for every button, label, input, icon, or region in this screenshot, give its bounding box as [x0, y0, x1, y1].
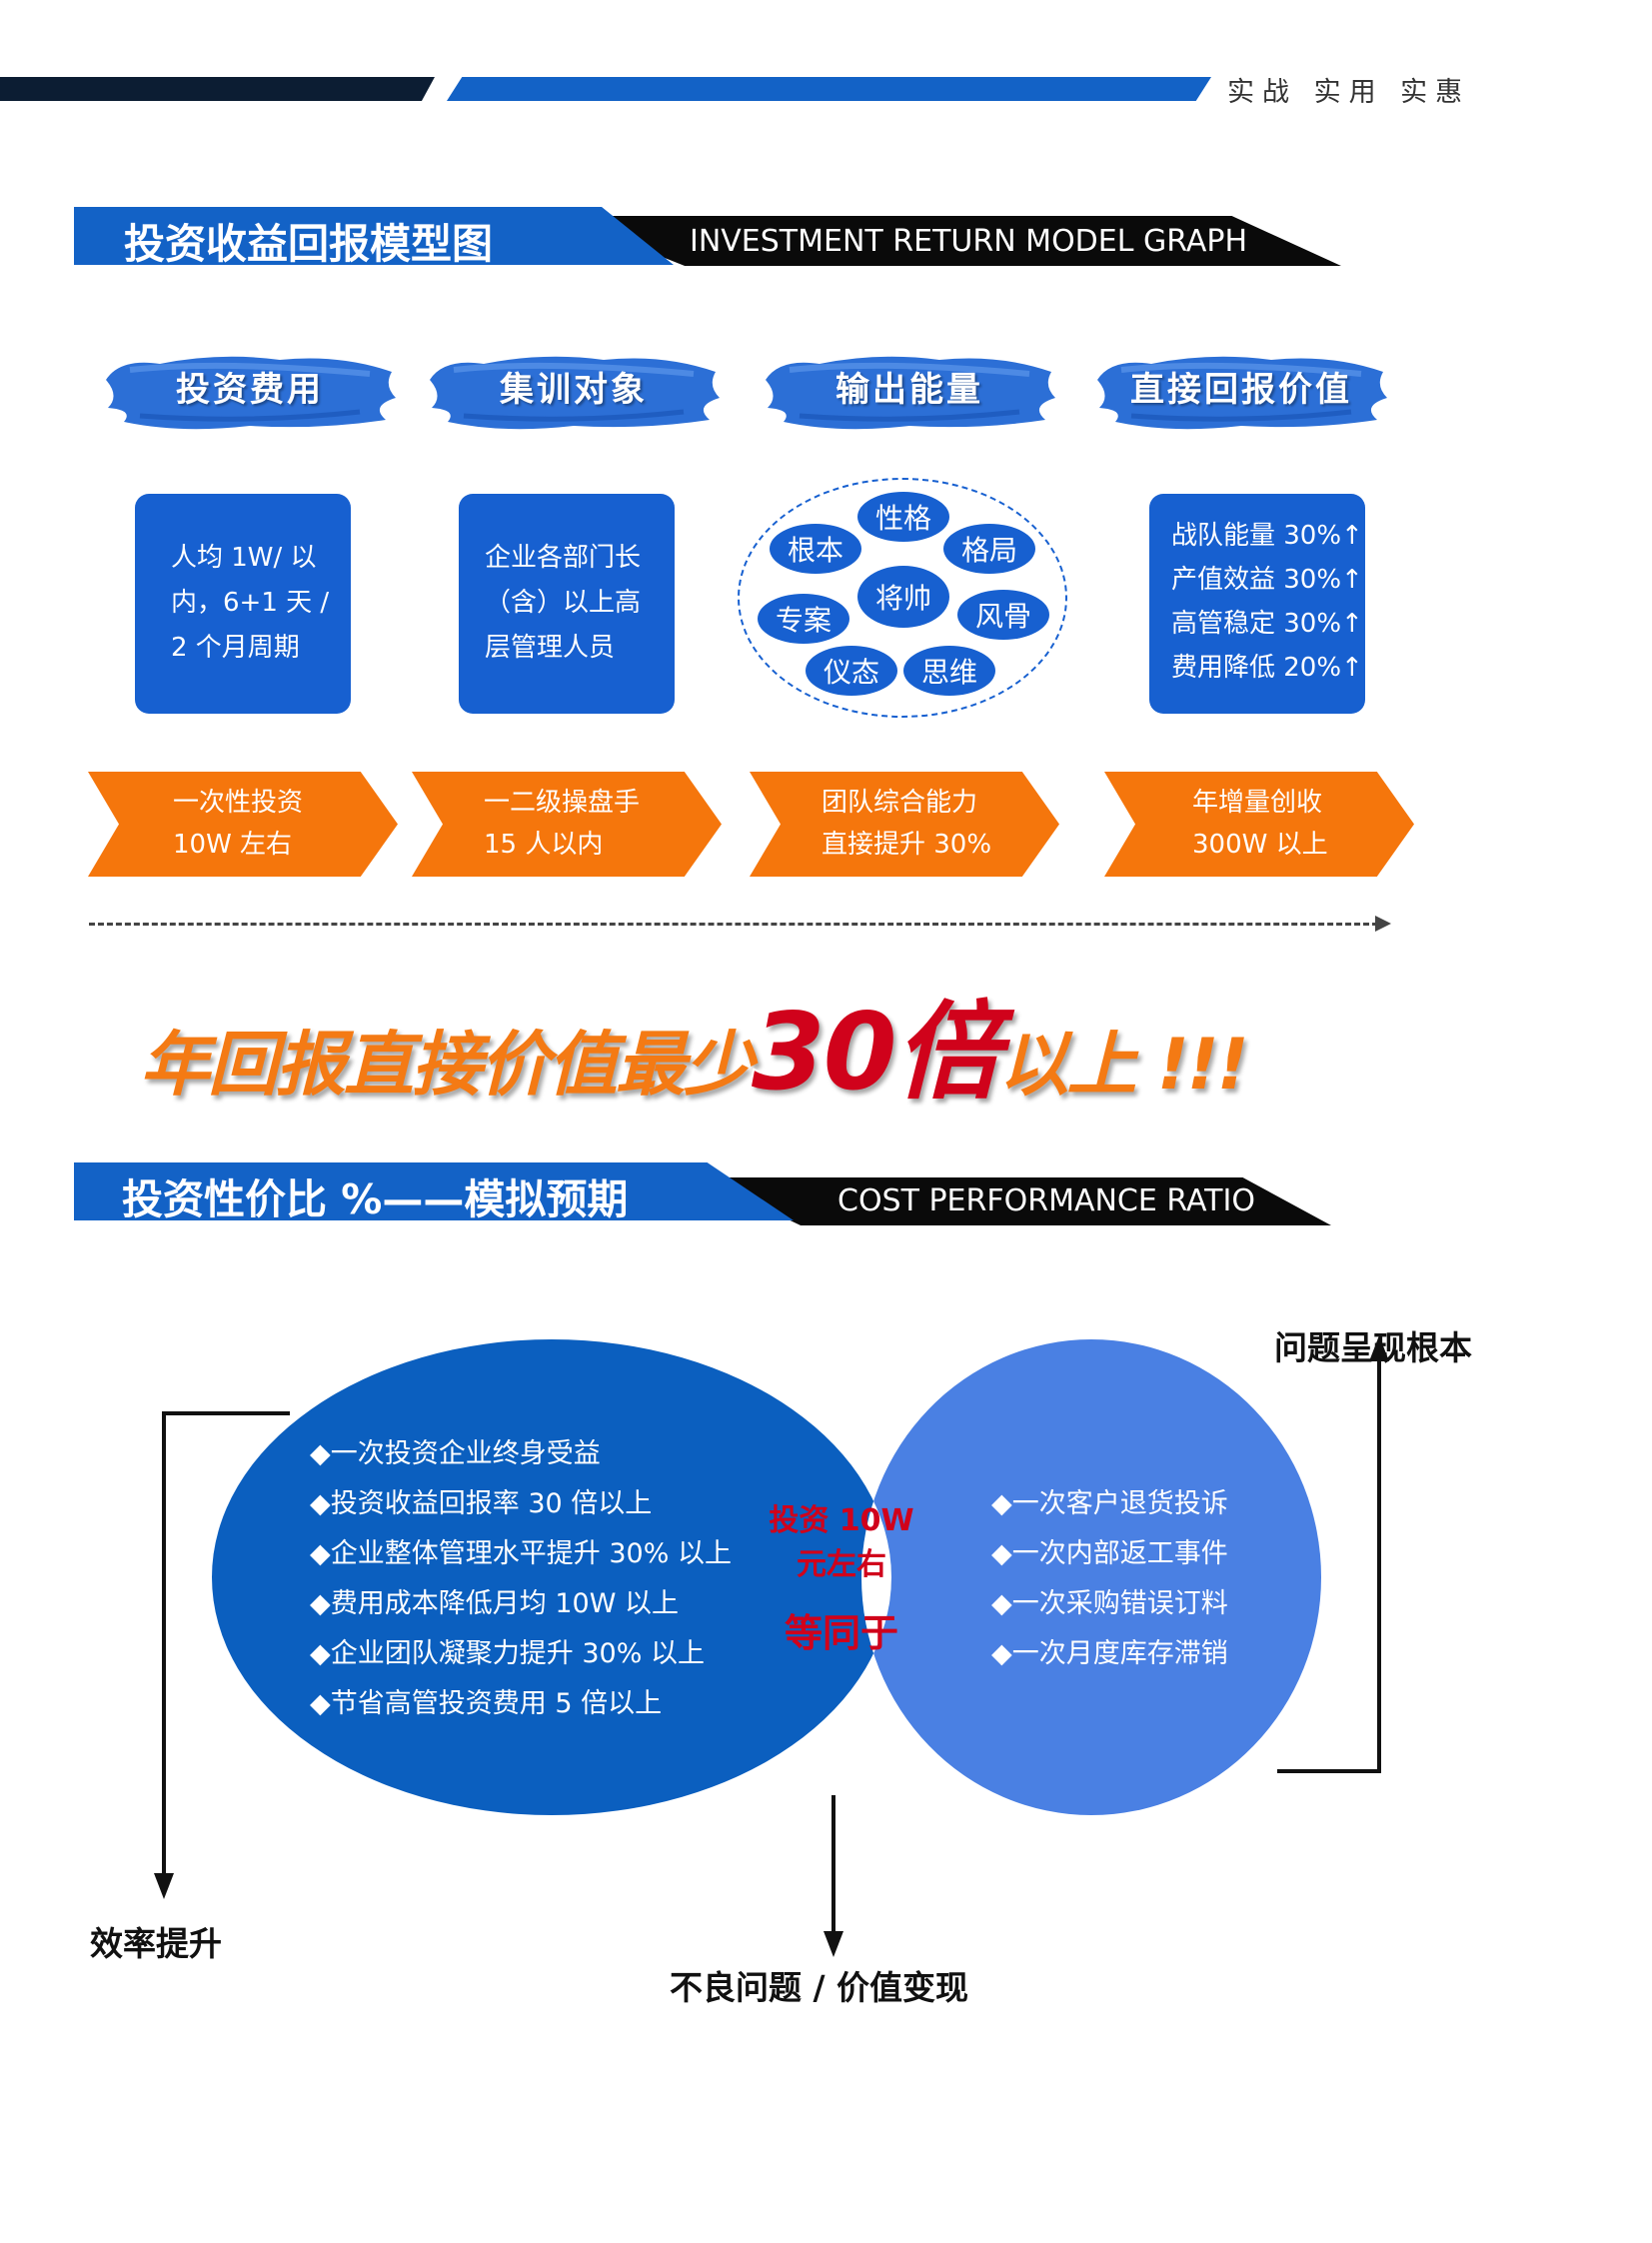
arrow-right-icon [1375, 916, 1391, 932]
venn-center-text: 投资 10W 元左右 等同于 [769, 1503, 914, 1655]
arrow-return: 年增量创收 300W 以上 [1104, 772, 1414, 877]
arrow-target: 一二级操盘手 15 人以内 [412, 772, 722, 877]
brush-label-return: 直接回报价值 [1091, 350, 1391, 434]
venn-left-item: ◆投资收益回报率 30 倍以上 [310, 1488, 653, 1519]
venn-left-item: ◆节省高管投资费用 5 倍以上 [310, 1688, 663, 1719]
brush-label-cost: 投资费用 [100, 350, 400, 434]
card-text: 企业各部门长 （含）以上高 层管理人员 [485, 543, 642, 663]
section2-header-blue [74, 1162, 794, 1220]
venn-right-circle [861, 1339, 1321, 1815]
cluster-node: 专案 [758, 594, 849, 644]
card-text: 人均 1W/ 以 内，6+1 天 / 2 个月周期 [171, 543, 330, 663]
connector-left [162, 1411, 290, 1875]
cluster-node: 性格 [857, 492, 949, 542]
label-value: 不良问题 / 价值变现 [670, 1968, 969, 2007]
brush-stroke-icon [1097, 356, 1387, 430]
venn-left-item: ◆企业团队凝聚力提升 30% 以上 [310, 1638, 705, 1669]
section1-header-blue [74, 207, 674, 265]
card-return: 战队能量 30%↑ 产值效益 30%↑ 高管稳定 30%↑ 费用降低 20%↑ [1149, 494, 1365, 714]
return-banner: 年回报直接价值最少30倍以上 !!! [138, 989, 1251, 1116]
brush-label-text: 集训对象 [500, 370, 648, 410]
venn-left-item: ◆企业整体管理水平提升 30% 以上 [310, 1538, 732, 1569]
arrow-down-icon [154, 1873, 174, 1899]
venn-right-item: ◆一次月度库存滞销 [991, 1638, 1228, 1669]
venn-right-item: ◆一次内部返工事件 [991, 1538, 1228, 1569]
venn-right-item: ◆一次客户退货投诉 [991, 1488, 1228, 1519]
card-text: 战队能量 30%↑ 产值效益 30%↑ 高管稳定 30%↑ 费用降低 20%↑ [1171, 521, 1363, 683]
brush-label-text: 投资费用 [176, 370, 324, 410]
brush-stroke-icon [430, 356, 720, 430]
top-bar-blue [447, 77, 1211, 101]
section1-header-black [560, 216, 1341, 266]
header-slogan: 实战 实用 实惠 [1227, 77, 1471, 108]
arrow-output: 团队综合能力 直接提升 30% [750, 772, 1059, 877]
section2-subtitle: COST PERFORMANCE RATIO [837, 1183, 1255, 1218]
venn-left-circle [212, 1339, 891, 1815]
brush-label-text: 输出能量 [835, 370, 983, 410]
arrow-up-icon [1369, 1335, 1389, 1361]
arrow-text: 一次性投资 10W 左右 [173, 788, 304, 860]
section2-title: 投资性价比 %——模拟预期 [122, 1175, 629, 1223]
card-target: 企业各部门长 （含）以上高 层管理人员 [459, 494, 675, 714]
connector-right [1277, 1359, 1381, 1773]
cluster-outline [738, 478, 1067, 718]
section1-subtitle: INVESTMENT RETURN MODEL GRAPH [690, 224, 1248, 259]
arrow-text: 团队综合能力 直接提升 30% [822, 788, 992, 860]
brush-label-text: 直接回报价值 [1130, 370, 1352, 410]
arrow-text: 一二级操盘手 15 人以内 [484, 788, 641, 860]
arrow-cost: 一次性投资 10W 左右 [88, 772, 398, 877]
label-efficiency: 效率提升 [90, 1924, 222, 1963]
brush-label-output: 输出能量 [760, 350, 1059, 434]
top-bar-dark [0, 77, 435, 101]
brush-stroke-icon [766, 356, 1055, 430]
cluster-node: 思维 [903, 646, 995, 696]
arrow-down-icon [824, 1931, 843, 1957]
section1-title: 投资收益回报模型图 [124, 220, 493, 268]
venn-left-item: ◆一次投资企业终身受益 [310, 1438, 601, 1469]
arrow-text: 年增量创收 300W 以上 [1192, 788, 1328, 860]
banner-number: 30倍 [750, 989, 1003, 1116]
timeline-dashed-line [89, 923, 1378, 926]
venn-right-item: ◆一次采购错误订料 [991, 1588, 1228, 1619]
cluster-node: 格局 [943, 524, 1035, 574]
brush-stroke-icon [106, 356, 396, 430]
section2-header-black [700, 1177, 1331, 1225]
cluster-node: 根本 [770, 524, 861, 574]
cluster-node: 风骨 [957, 590, 1049, 640]
label-root: 问题呈现根本 [1274, 1328, 1472, 1367]
venn-diagram [154, 1335, 1389, 1957]
card-cost: 人均 1W/ 以 内，6+1 天 / 2 个月周期 [135, 494, 351, 714]
brush-label-target: 集训对象 [424, 350, 724, 434]
venn-left-item: ◆费用成本降低月均 10W 以上 [310, 1588, 679, 1619]
cluster-node: 仪态 [806, 646, 897, 696]
cluster-center-node: 将帅 [857, 566, 949, 628]
